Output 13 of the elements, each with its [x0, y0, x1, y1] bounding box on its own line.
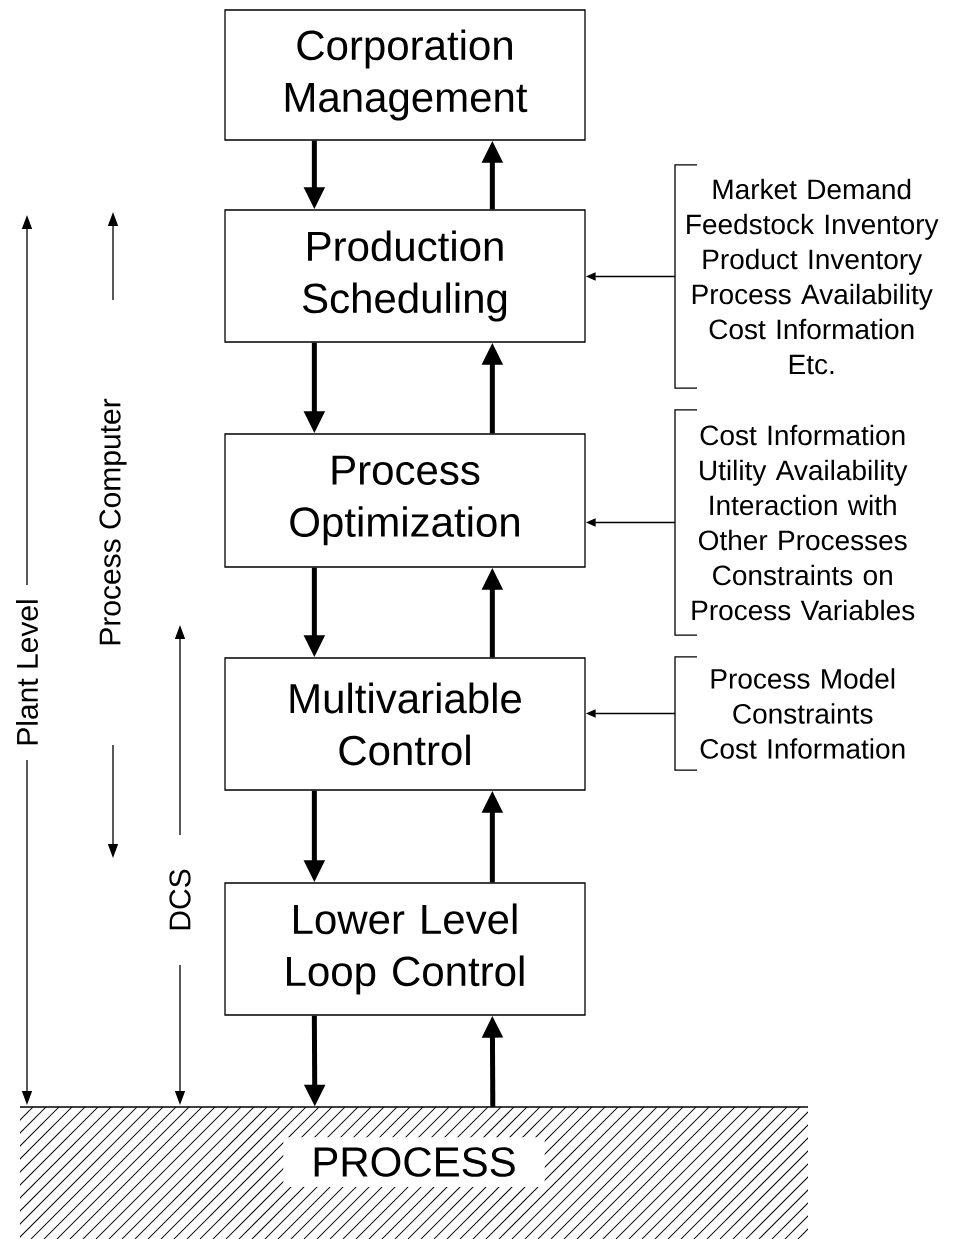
bracket-note: Market Demand Feedstock Inventory Product Inventory Process Availability Cost Information Etc. — [674, 164, 939, 389]
node-label: PROCESS — [314, 1147, 515, 1177]
range-label: Process Computer — [99, 398, 127, 645]
process-box: Lower Level Loop Control — [224, 882, 586, 1016]
bracket-note: Process Model Constraints Cost Information — [674, 656, 905, 771]
hatched-ground: PROCESS — [19, 1106, 809, 1239]
process-box: Process Optimization — [224, 433, 586, 568]
process-box: Production Scheduling — [224, 209, 586, 343]
process-box: Multivariable Control — [224, 657, 586, 791]
process-box: Corporation Management — [224, 9, 586, 141]
range-label: Plant Level — [16, 600, 38, 745]
bracket-note: Cost Information Utility Availability Interaction with Other Processes Constraints on Process Variables — [674, 409, 915, 636]
range-label: DCS — [169, 869, 191, 930]
